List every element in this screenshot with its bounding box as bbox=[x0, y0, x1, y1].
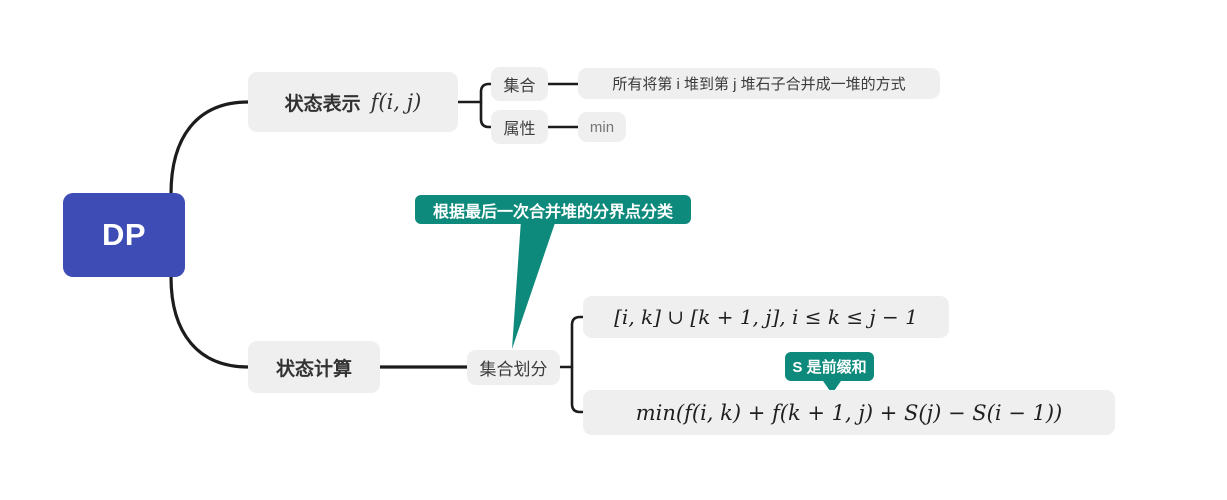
topic-set-description[interactable]: 所有将第 i 堆到第 j 堆石子合并成一堆的方式 bbox=[578, 68, 940, 99]
topic-case-formula[interactable]: min(f(i, k) + f(k + 1, j) + S(j) − S(i −… bbox=[583, 390, 1115, 435]
topic-set-label: 集合 bbox=[503, 78, 536, 95]
topic-partition[interactable]: 集合划分 bbox=[467, 350, 560, 385]
topic-partition-label: 集合划分 bbox=[479, 360, 548, 379]
connector-root-to-state-representation bbox=[169, 100, 250, 196]
callout-prefix-sum-label: S 是前缀和 bbox=[792, 359, 867, 376]
topic-state-representation-label: 状态表示 bbox=[284, 93, 361, 115]
topic-set-description-label: 所有将第 i 堆到第 j 堆石子合并成一堆的方式 bbox=[612, 76, 906, 93]
bracket-state-representation-children bbox=[479, 82, 493, 129]
bracket-partition-children bbox=[570, 315, 585, 414]
topic-state-representation[interactable]: 状态表示 f(i, j) bbox=[248, 72, 458, 132]
topic-attribute-value-label: min bbox=[589, 118, 615, 136]
callout-prefix-sum[interactable]: S 是前缀和 bbox=[785, 352, 874, 381]
callout-partition-rule[interactable]: 根据最后一次合并堆的分界点分类 bbox=[415, 195, 691, 224]
callout-tail-partition bbox=[512, 220, 556, 349]
topic-attribute-value[interactable]: min bbox=[578, 112, 626, 142]
callout-tail-prefix-sum bbox=[821, 378, 843, 394]
topic-set[interactable]: 集合 bbox=[491, 67, 548, 101]
topic-state-computation-label: 状态计算 bbox=[275, 358, 352, 380]
topic-case-formula-label: min(f(i, k) + f(k + 1, j) + S(j) − S(i −… bbox=[635, 400, 1063, 425]
callout-partition-rule-label: 根据最后一次合并堆的分界点分类 bbox=[432, 203, 673, 221]
topic-state-representation-formula: f(i, j) bbox=[370, 90, 422, 114]
topic-attribute-label: 属性 bbox=[503, 121, 536, 138]
root-topic-dp[interactable]: DP bbox=[63, 193, 185, 277]
topic-attribute[interactable]: 属性 bbox=[491, 110, 548, 144]
topic-case-interval-label: [i, k] ∪ [k + 1, j], i ≤ k ≤ j − 1 bbox=[614, 305, 918, 329]
root-topic-label: DP bbox=[101, 217, 147, 252]
connector-root-to-state-computation bbox=[169, 275, 250, 369]
topic-state-computation[interactable]: 状态计算 bbox=[248, 341, 380, 393]
topic-case-interval[interactable]: [i, k] ∪ [k + 1, j], i ≤ k ≤ j − 1 bbox=[583, 296, 949, 338]
